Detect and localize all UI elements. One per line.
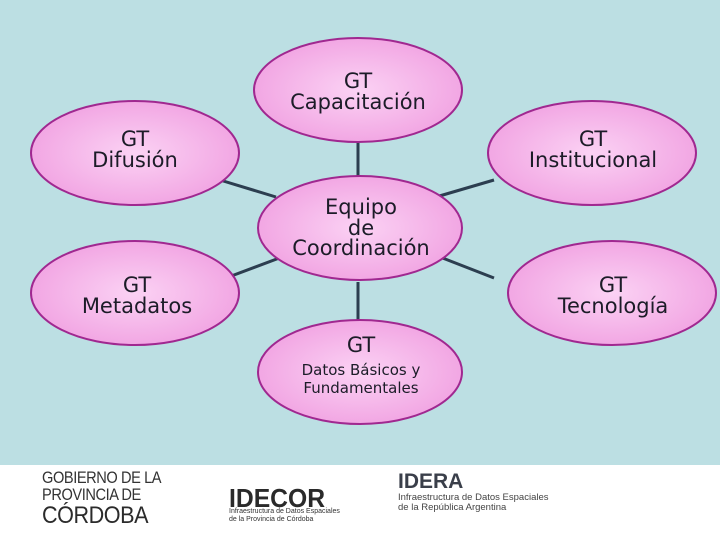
node-tecnologia-line-2: Tecnología	[558, 296, 669, 317]
node-equipo-line-1: Equipo	[325, 197, 397, 218]
node-equipo-line-2: de	[348, 218, 374, 239]
tagline-line-2: imposible	[592, 484, 712, 498]
idera-logo-name: IDERA	[398, 470, 463, 494]
node-tecnologia-line-1: GT	[599, 275, 627, 296]
node-institucional-line-2: Institucional	[529, 150, 657, 171]
node-difusion-line-2: Difusión	[92, 150, 178, 171]
node-tecnologia: GT Tecnología	[528, 272, 698, 320]
tagline-line-1: ...todo parece	[592, 470, 712, 484]
tagline-line-4: se hace...	[592, 513, 712, 527]
node-datos-basicos-title: GT	[347, 335, 375, 356]
node-capacitacion-line-2: Capacitación	[290, 92, 426, 113]
idera-sub-line-2: de la República Argentina	[398, 503, 549, 513]
node-capacitacion: GT Capacitación	[258, 62, 458, 122]
node-difusion-line-1: GT	[121, 129, 149, 150]
idecor-sub-line-1: Infraestructura de Datos Espaciales	[229, 508, 340, 516]
node-capacitacion-line-1: GT	[344, 71, 372, 92]
node-metadatos: GT Metadatos	[52, 272, 222, 320]
idecor-logo-subtitle: Infraestructura de Datos Espaciales de l…	[229, 508, 340, 524]
cordoba-logo-line-3: CÓRDOBA	[42, 502, 148, 530]
footer-tagline: ...todo parece imposible hasta que se ha…	[592, 470, 712, 527]
tagline-line-3: hasta que	[592, 499, 712, 513]
node-metadatos-line-2: Metadatos	[82, 296, 192, 317]
node-datos-basicos-line-2: Fundamentales	[303, 380, 418, 397]
node-metadatos-line-1: GT	[123, 275, 151, 296]
node-datos-basicos-line-1: Datos Básicos y	[302, 362, 421, 379]
idecor-sub-line-2: de la Provincia de Córdoba	[229, 516, 340, 524]
node-institucional-line-1: GT	[579, 129, 607, 150]
node-equipo-coordinacion: Equipo de Coordinación	[268, 190, 454, 266]
footer-logos-bar: GOBIERNO DE LA PROVINCIA DE CÓRDOBA IDEC…	[0, 465, 720, 540]
node-difusion: GT Difusión	[60, 126, 210, 174]
idera-logo-subtitle: Infraestructura de Datos Espaciales de l…	[398, 493, 549, 514]
node-equipo-line-3: Coordinación	[292, 238, 430, 259]
node-institucional: GT Institucional	[503, 126, 683, 174]
node-datos-basicos: GT Datos Básicos y Fundamentales	[268, 330, 454, 402]
